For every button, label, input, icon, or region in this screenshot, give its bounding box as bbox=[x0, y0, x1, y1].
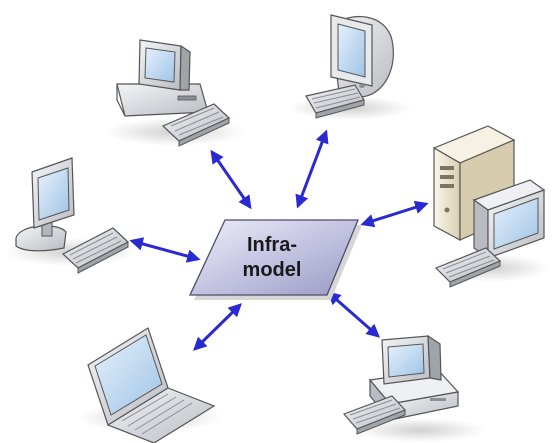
hub-label-line-2: model bbox=[243, 259, 302, 281]
arrow-top-left bbox=[210, 149, 252, 210]
desktop-computer-icon bbox=[342, 334, 486, 442]
arrow-bottom-left bbox=[193, 303, 242, 351]
desktop-tower-icon bbox=[105, 39, 245, 147]
hub-label-line-1: Infra- bbox=[247, 234, 297, 256]
arrow-left bbox=[129, 237, 201, 263]
crt-monitor-icon bbox=[288, 14, 412, 120]
arrow-bottom-right bbox=[326, 291, 381, 338]
arrow-right bbox=[360, 200, 429, 228]
flat-monitor-icon bbox=[4, 157, 136, 274]
connection-arrows bbox=[129, 129, 429, 351]
laptop-icon bbox=[78, 327, 222, 443]
server-tower-icon bbox=[430, 125, 550, 288]
hub-parallelogram bbox=[188, 219, 359, 296]
infra-model-hub: Infra- model bbox=[188, 219, 362, 300]
arrow-top-right bbox=[295, 129, 329, 209]
